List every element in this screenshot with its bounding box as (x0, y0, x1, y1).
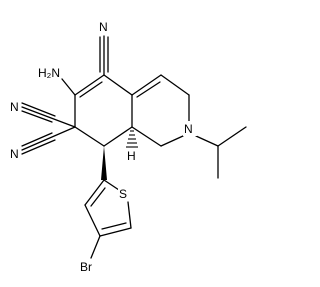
bond-c5-c6 (74, 74, 105, 96)
bond-c7-cn2-c (21, 139, 56, 155)
label-thiophene-s: S (119, 187, 127, 201)
label-nitrile-n-c5: N (99, 20, 108, 34)
bond-c5-c6-inner (79, 81, 103, 98)
label-amine: H₂N (38, 66, 60, 80)
bond-s-c5 (127, 201, 132, 229)
bond-c6-nh2 (61, 78, 76, 96)
label-ring-n: N (184, 122, 193, 136)
bond-c3-c2-inner (90, 187, 106, 207)
atom-labels: H₂N N N N N H S Br (10, 20, 197, 274)
bond-c7-c8 (74, 126, 105, 147)
substituent-bonds (21, 35, 138, 180)
heterocycle-bonds (131, 74, 247, 179)
bond-c7-cn1 (21, 106, 76, 128)
bond-c1-c8a (131, 126, 162, 147)
bond-n-ipr (195, 135, 219, 147)
label-nitrile-n-c7a: N (10, 100, 19, 114)
bond-c4a-c4 (131, 74, 162, 96)
bond-c2-s (103, 179, 120, 191)
bond-c5-c4 (99, 227, 132, 237)
wedge-c8-thiophene (101, 146, 107, 180)
label-nitrile-n-c7b: N (10, 147, 19, 161)
bond-c4-c3 (84, 204, 101, 237)
bond-c7-cn1-b (21, 102, 56, 117)
bond-n-c1 (160, 135, 184, 147)
bond-c7-cn2 (21, 126, 76, 151)
bond-c4-c3 (160, 74, 190, 96)
bond-c3-c2 (84, 179, 105, 206)
bond-c5-c4-inner (101, 222, 127, 230)
thiophene-bonds (84, 179, 132, 259)
label-stereo-h: H (127, 149, 136, 163)
chemical-structure-diagram: H₂N N N N N H S Br (10, 20, 247, 274)
bond-ipr-me1 (217, 126, 247, 147)
bond-c4a-c4-inner (136, 81, 161, 98)
hash-c8a-h (126, 130, 138, 148)
bond-c7-cn2-b (21, 132, 53, 147)
bond-c7-cn1-c (21, 110, 53, 123)
bond-c8-c8a (103, 126, 133, 147)
label-bromine: Br (80, 260, 92, 274)
carbocycle-bonds (74, 74, 133, 147)
bond-c4-br (90, 235, 101, 259)
bond-c4a-c5 (103, 74, 133, 96)
